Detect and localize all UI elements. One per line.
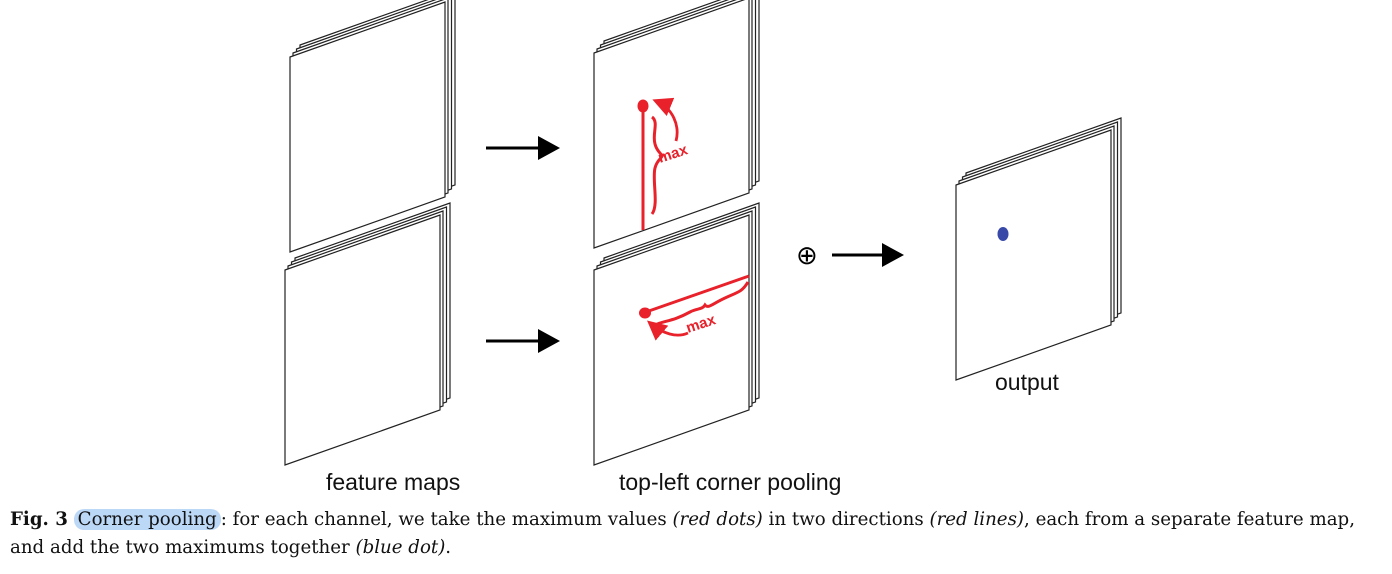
caption-emph-3: (blue dot) <box>355 537 446 558</box>
arrow-top-icon <box>486 136 560 160</box>
label-feature-maps: feature maps <box>326 469 460 495</box>
caption-text-3: , each from a separate feature map, and … <box>10 509 1355 558</box>
caption-text-1: : for each channel, we take the maximum … <box>220 509 673 530</box>
label-output: output <box>995 369 1060 395</box>
red-dot-bottom <box>639 307 651 319</box>
label-corner-pooling: top-left corner pooling <box>619 469 841 495</box>
figure-caption: Fig. 3 Corner pooling: for each channel,… <box>10 506 1388 562</box>
arrow-bottom-icon <box>486 329 560 353</box>
caption-text-2: in two directions <box>762 509 930 530</box>
caption-emph-2: (red lines) <box>929 509 1025 530</box>
caption-fig-number: Fig. 3 <box>10 509 68 530</box>
corner-pooling-diagram: max max ⊕ feature maps top-left corner p… <box>284 0 1122 495</box>
caption-emph-1: (red dots) <box>672 509 763 530</box>
vertical-max-annotation: max <box>637 97 690 230</box>
caption-text-4: . <box>445 537 452 558</box>
horizontal-max-annotation: max <box>639 274 750 341</box>
arrow-output-icon <box>832 243 904 267</box>
blue-dot <box>997 227 1009 241</box>
caption-highlight: Corner pooling <box>73 509 221 530</box>
output-map-stack <box>955 117 1122 381</box>
plus-icon: ⊕ <box>796 241 818 271</box>
red-dot-top <box>637 99 649 113</box>
